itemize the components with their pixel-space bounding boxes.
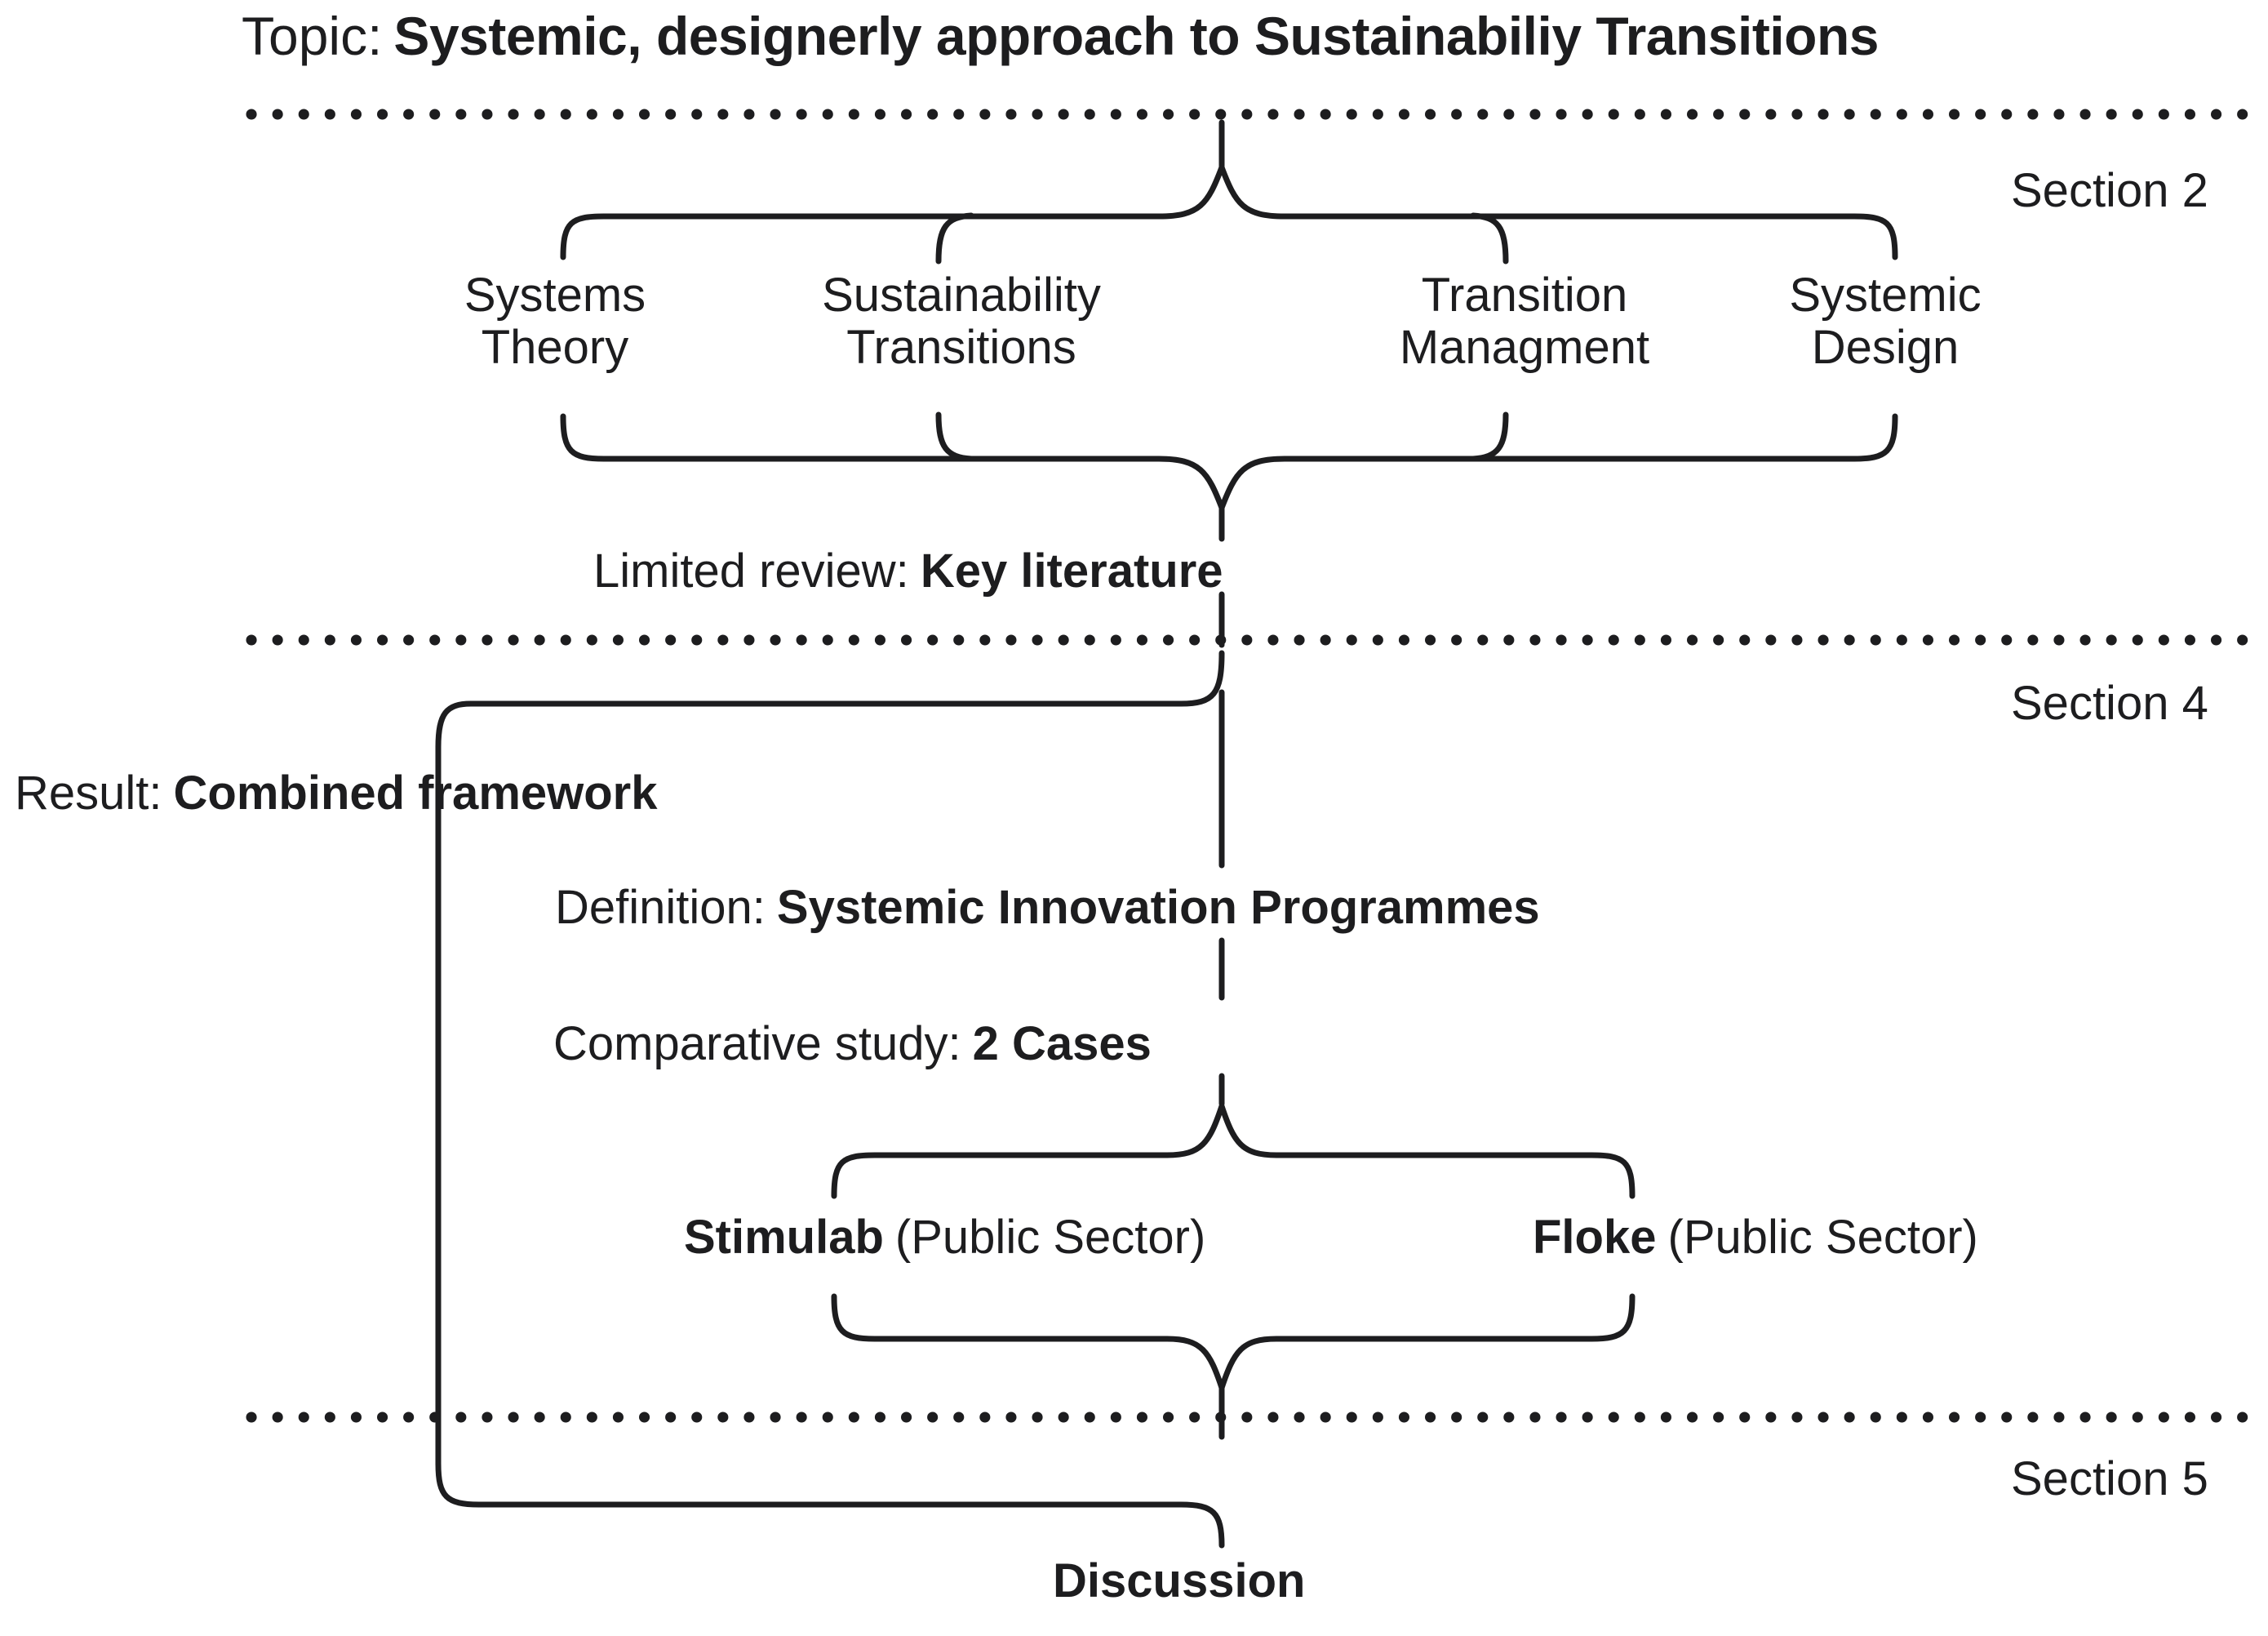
comparative-study-prefix: Comparative study: — [553, 1017, 961, 1070]
brace-cases-upper — [831, 1103, 1636, 1199]
comparative-study-statement: Comparative study: 2 Cases — [553, 1017, 1152, 1071]
comparative-study-value: 2 Cases — [972, 1017, 1152, 1070]
result-hook — [435, 650, 1225, 1467]
definition-prefix: Definition: — [555, 881, 766, 934]
brace-top-upper — [560, 164, 1898, 260]
section-label-2: Section 2 — [2011, 164, 2208, 217]
result-prefix: Result: — [15, 767, 162, 820]
case-floke: Floke (Public Sector) — [1533, 1210, 1978, 1265]
brace-sec2-lower — [560, 413, 1898, 511]
section-label-5: Section 5 — [2011, 1452, 2208, 1505]
topic-prefix: Topic: — [242, 6, 383, 66]
section-label-4: Section 4 — [2011, 677, 2208, 730]
result-statement: Result: Combined framework — [15, 767, 658, 820]
brace-top-tick-2 — [1470, 212, 1509, 265]
case-stimulab: Stimulab (Public Sector) — [684, 1210, 1205, 1265]
pillar-line2: Transitions — [846, 320, 1076, 374]
case-sector: (Public Sector) — [894, 1211, 1206, 1264]
pillar-sustainability-transitions: Sustainability Transitions — [782, 269, 1141, 374]
case-sector: (Public Sector) — [1667, 1211, 1978, 1264]
pillar-line1: Transition — [1421, 269, 1628, 322]
result-value: Combined framework — [173, 767, 658, 820]
pillar-transition-management: Transition Managment — [1345, 269, 1704, 374]
pillar-systemic-design: Systemic Design — [1706, 269, 2065, 374]
pillar-line2: Design — [1811, 320, 1960, 374]
pillar-systems-theory: Systems Theory — [375, 269, 735, 374]
brace-sec2-tick-1 — [935, 411, 974, 462]
discussion-hook — [435, 1460, 1225, 1549]
pillar-line1: Systemic — [1789, 269, 1982, 322]
limited-review-prefix: Limited review: — [593, 545, 909, 598]
pillar-line2: Managment — [1399, 320, 1650, 374]
case-name: Stimulab — [684, 1211, 884, 1264]
brace-cases-lower — [831, 1293, 1636, 1391]
limited-review-value: Key literature — [920, 545, 1223, 598]
pillar-line2: Theory — [481, 320, 629, 374]
discussion-label: Discussion — [1053, 1554, 1306, 1607]
topic-value: Systemic, designerly approach to Sustain… — [393, 6, 1879, 66]
definition-value: Systemic Innovation Programmes — [776, 881, 1540, 934]
page-title: Topic: Systemic, designerly approach to … — [242, 6, 1879, 67]
definition-statement: Definition: Systemic Innovation Programm… — [555, 881, 1540, 935]
pillar-line1: Systems — [464, 269, 646, 322]
brace-sec2-tick-2 — [1470, 411, 1509, 462]
limited-review-statement: Limited review: Key literature — [593, 545, 1223, 598]
case-name: Floke — [1533, 1211, 1657, 1264]
brace-top-tick-1 — [935, 212, 974, 265]
pillar-line1: Sustainability — [822, 269, 1101, 322]
